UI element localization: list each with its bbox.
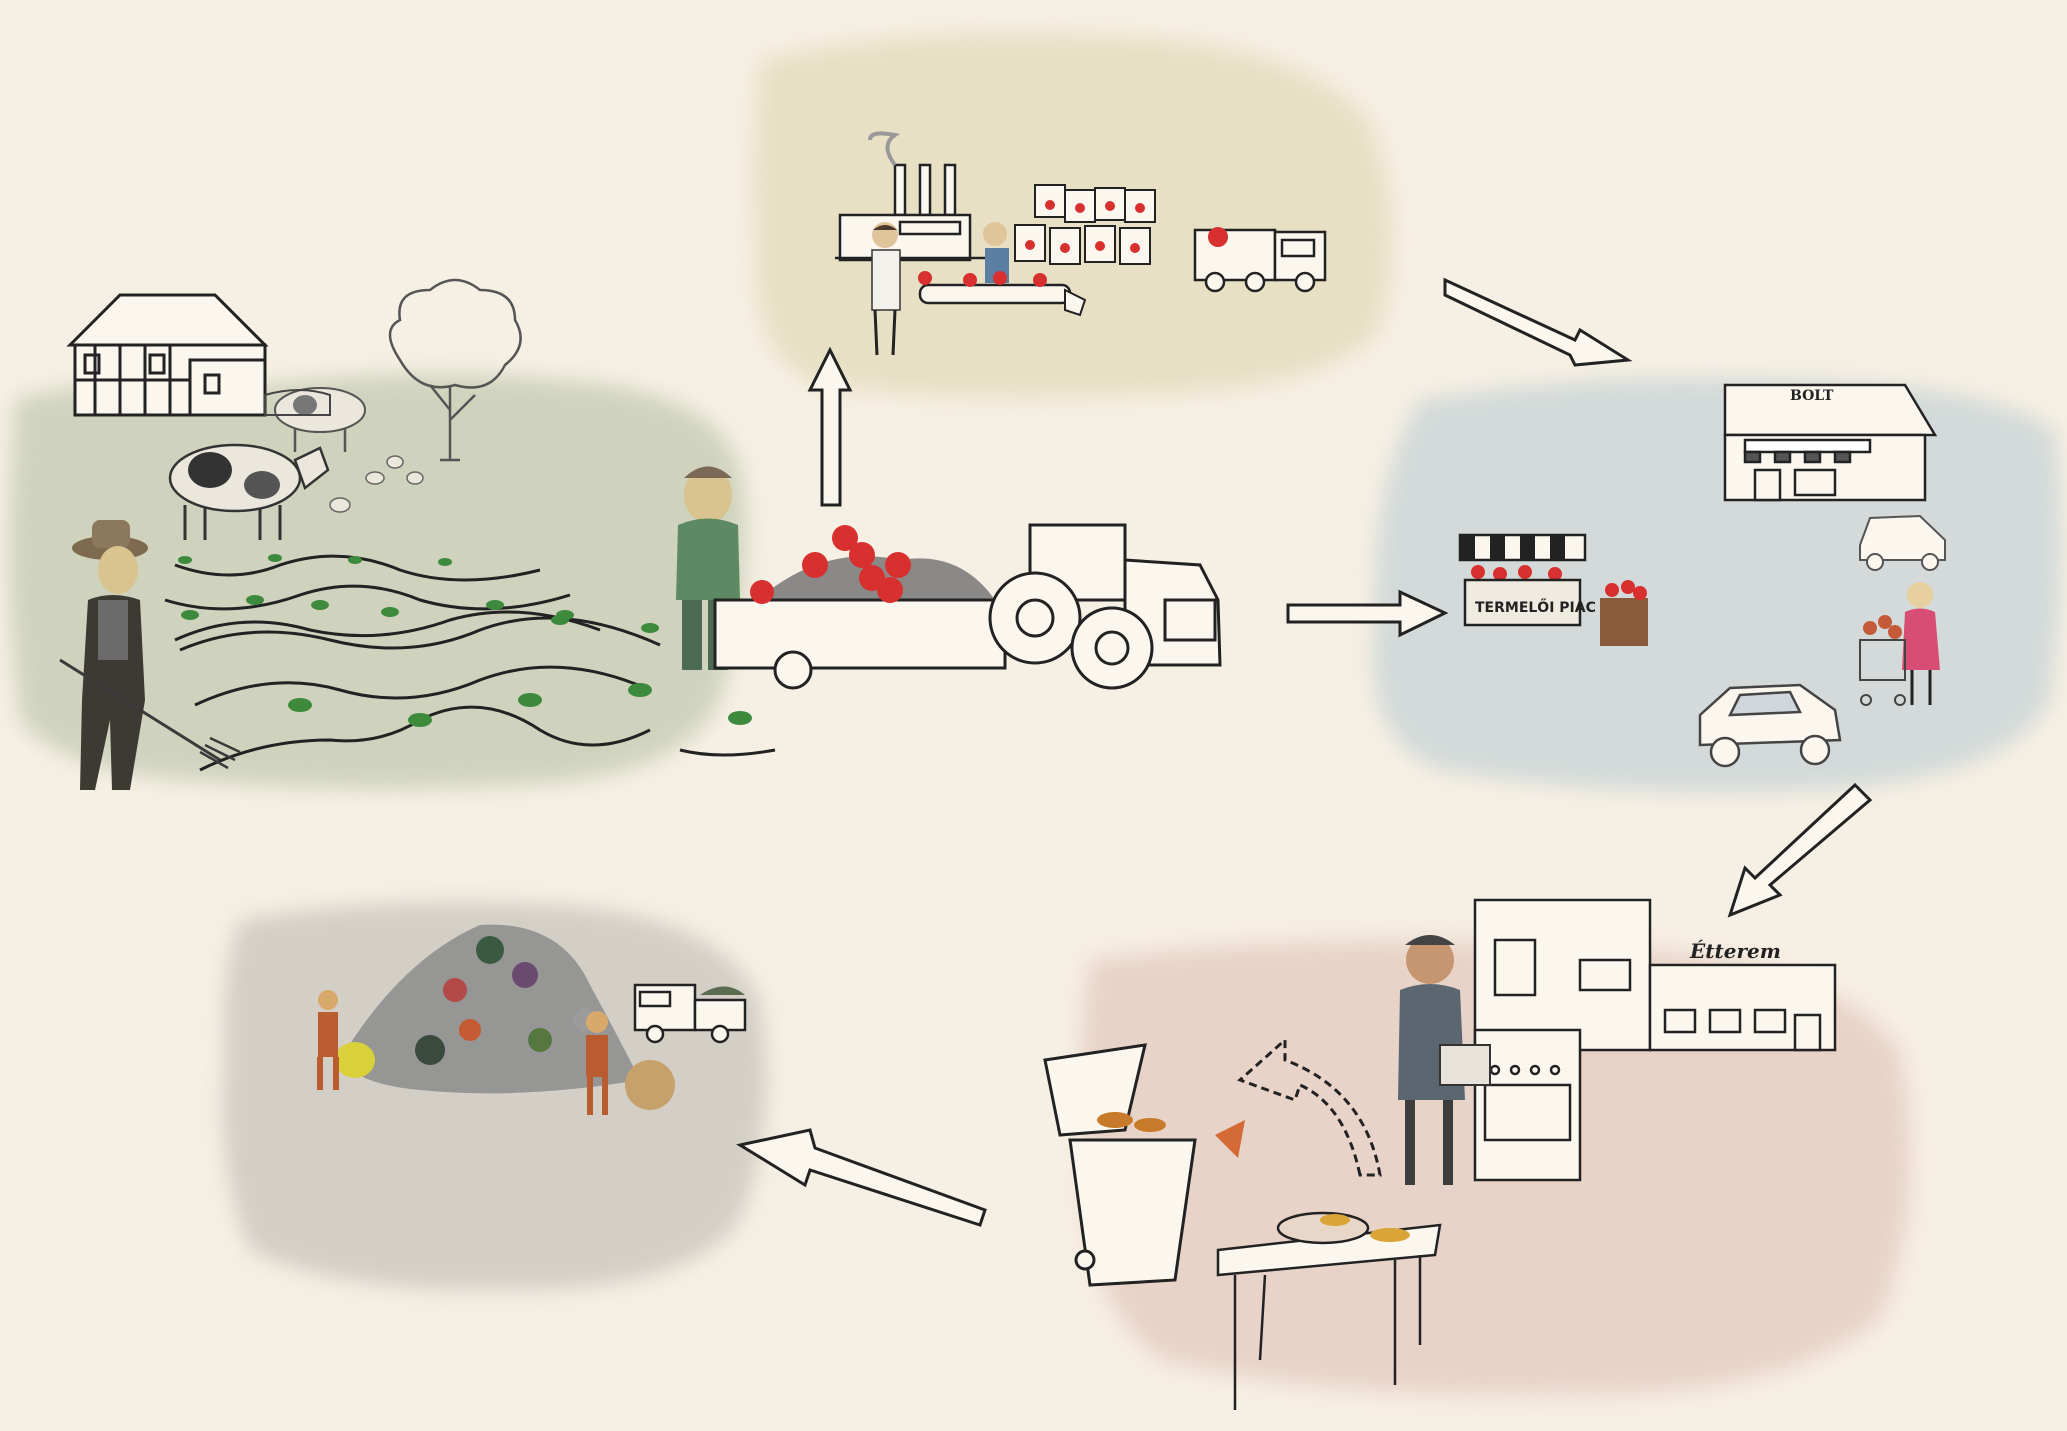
shop-sign: BOLT	[1790, 388, 1834, 404]
trailer-with-tomatoes	[715, 525, 1005, 688]
arrow-restaurant-to-waste	[740, 1130, 985, 1225]
restaurant-sign: Étterem	[1689, 939, 1781, 963]
arrow-retail-to-restaurant	[1730, 785, 1870, 915]
tractor	[990, 525, 1220, 688]
farmhouse	[70, 295, 265, 415]
restaurant-building	[1475, 900, 1835, 1050]
delivery-truck	[1195, 227, 1325, 291]
market-sign: TERMELŐI PIAC	[1475, 598, 1596, 616]
arrow-factory-to-retail	[1445, 280, 1628, 365]
